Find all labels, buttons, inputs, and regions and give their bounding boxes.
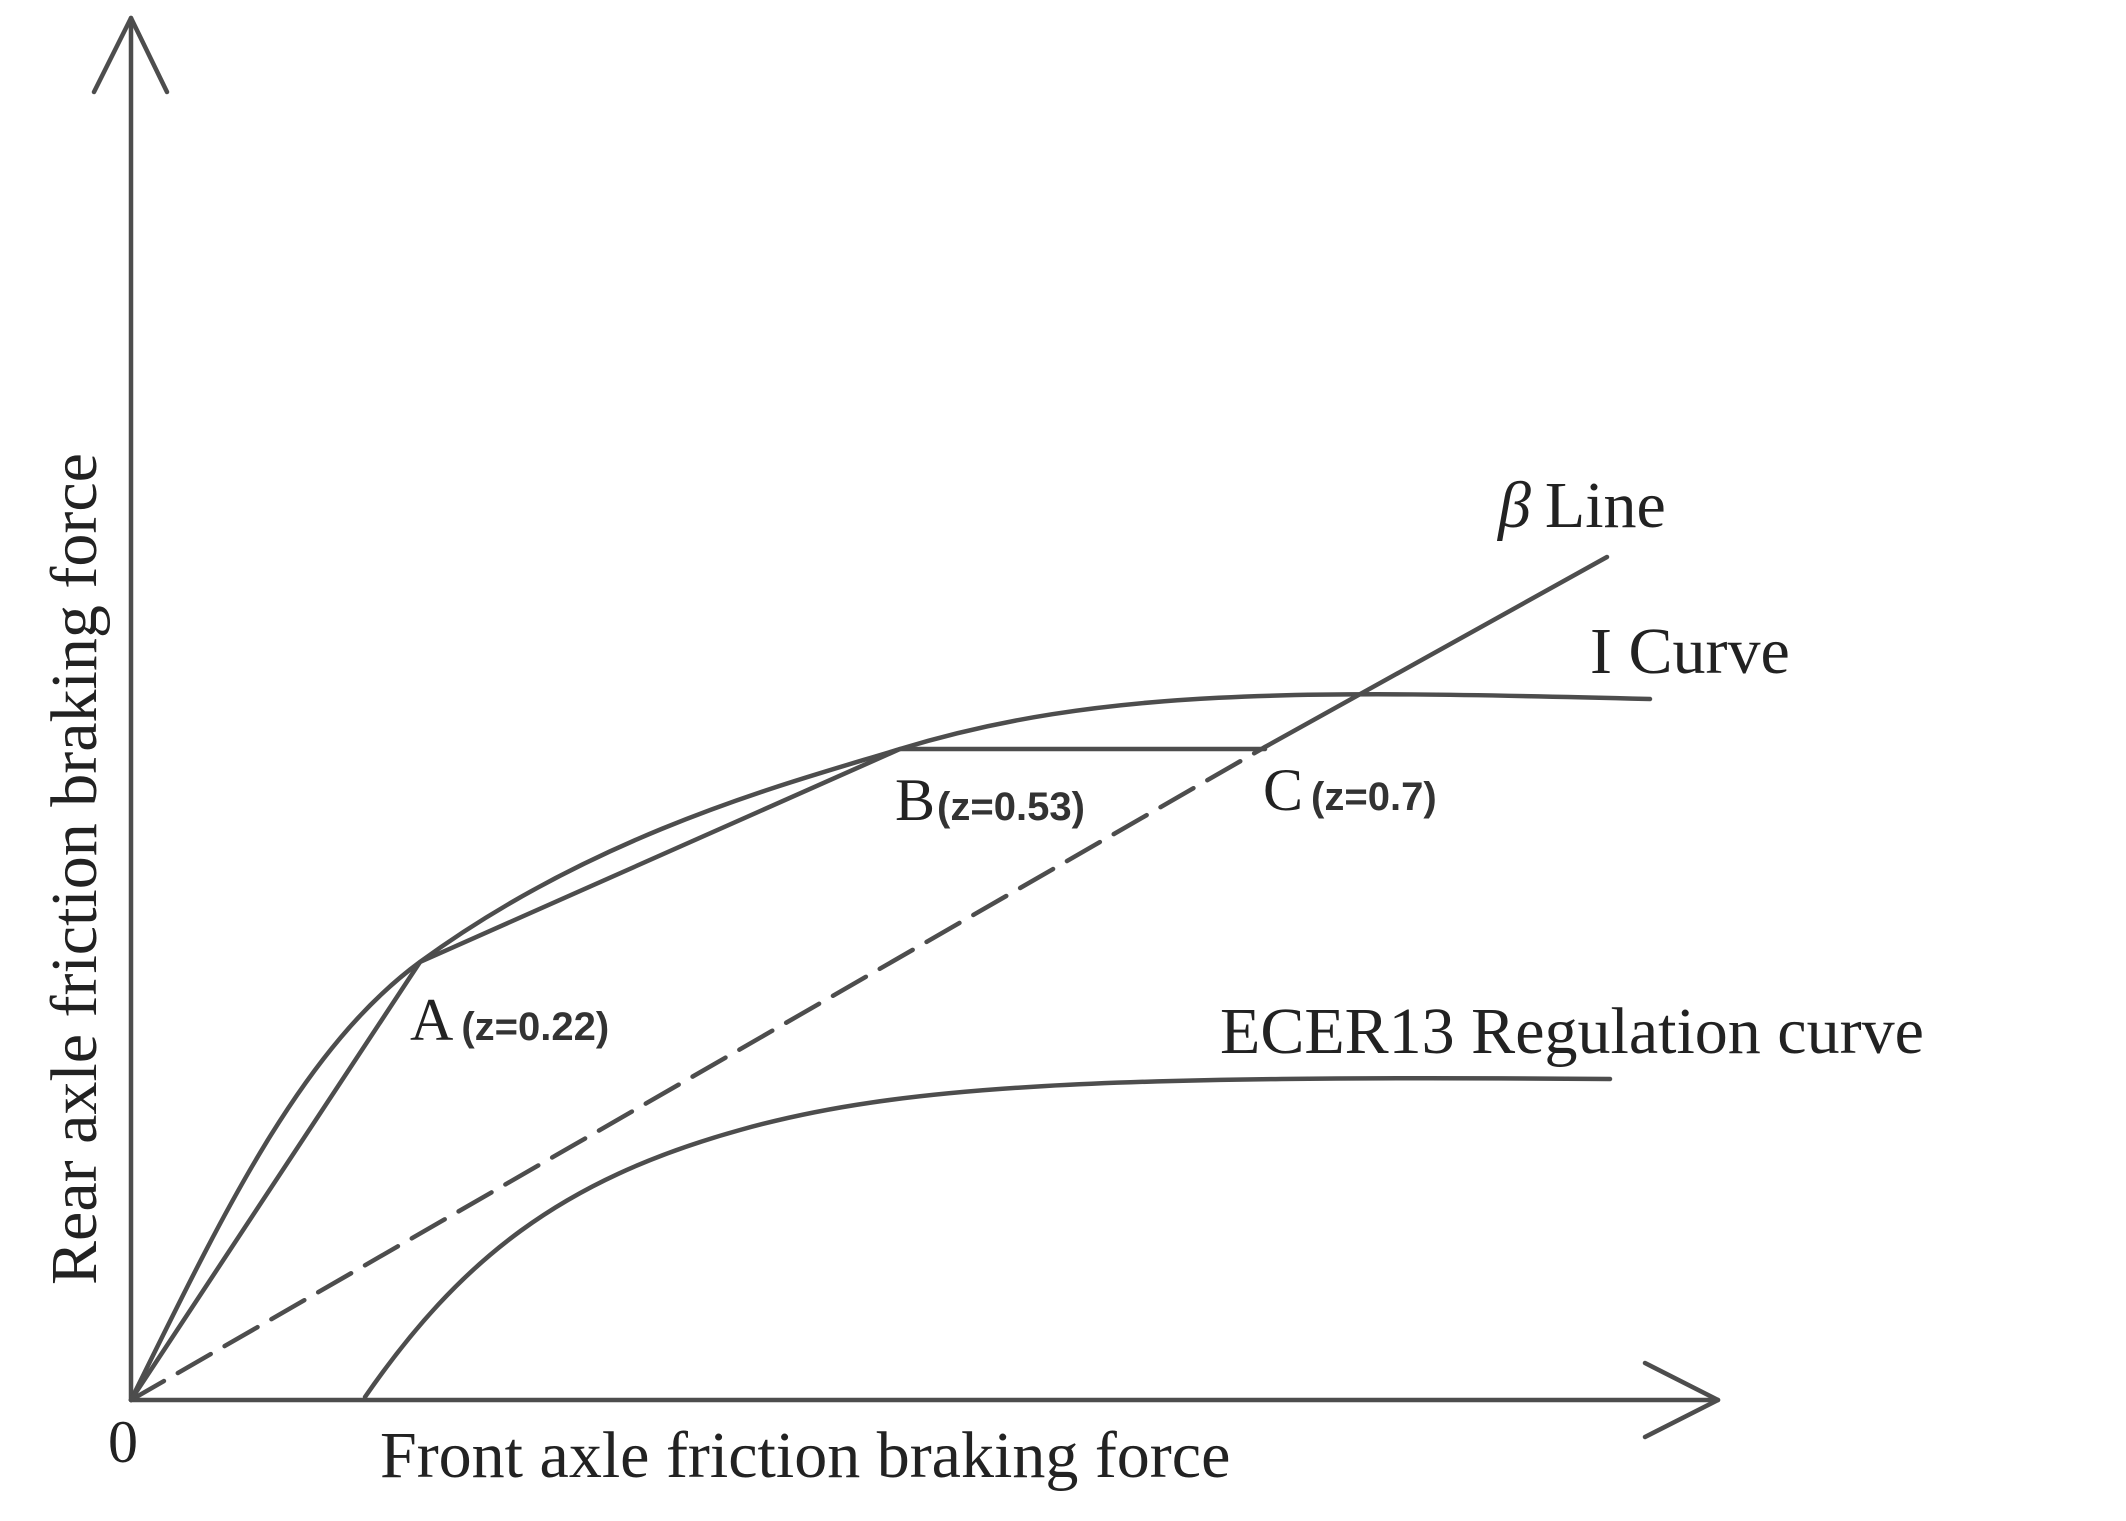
x-axis-arrowhead [1642,1360,1721,1440]
point-c-z: (z=0.7) [1311,775,1437,819]
y-axis-label: Rear axle friction braking force [38,453,111,1285]
point-a-z: (z=0.22) [461,1005,609,1049]
x-axis-label: Front axle friction braking force [380,1419,1230,1492]
point-a-label: A(z=0.22) [410,987,609,1053]
y-axis-arrowhead [91,15,170,95]
braking-distribution-polyline [128,746,1268,1403]
i-curve [128,692,1653,1403]
beta-line-word: Line [1545,469,1666,542]
point-c-label: C(z=0.7) [1263,757,1437,823]
point-b-z: (z=0.53) [937,785,1085,829]
point-a-letter: A [410,987,453,1053]
origin-label: 0 [108,1409,138,1475]
ecer13-regulation-curve [362,1075,1613,1400]
beta-line-solid [1262,554,1610,750]
beta-symbol: β [1496,469,1531,542]
point-c-letter: C [1263,757,1303,823]
ecer13-curve-label: ECER13 Regulation curve [1220,995,1924,1068]
point-b-label: B(z=0.53) [895,767,1085,833]
beta-line-dashed [128,744,1268,1403]
i-curve-label: I Curve [1590,615,1790,688]
point-b-letter: B [895,767,935,833]
